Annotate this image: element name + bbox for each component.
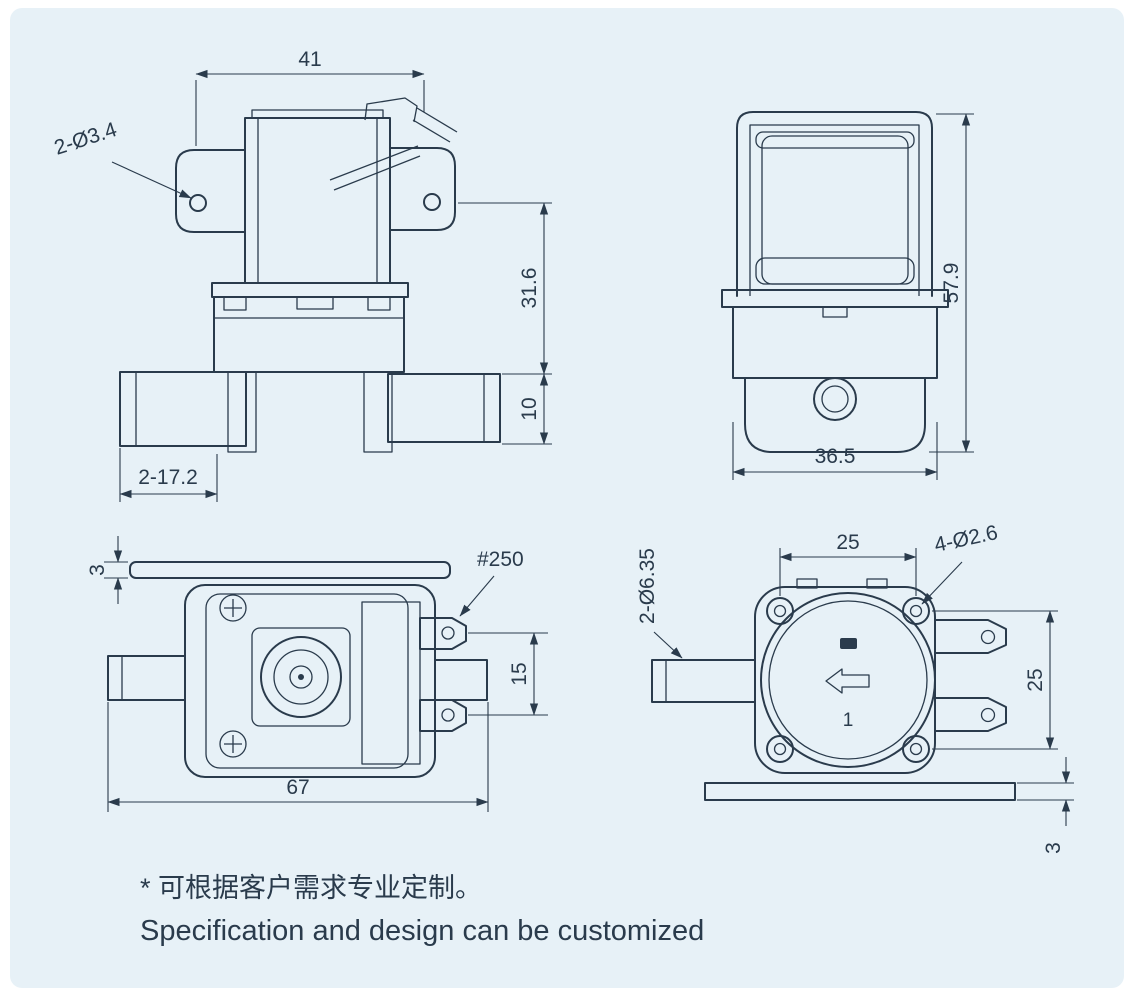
body-top	[107, 584, 488, 778]
top-view: 3 #250 15 67	[86, 536, 548, 812]
dim-total-height: 57.9	[929, 113, 974, 453]
terminal-block-back	[934, 619, 1007, 732]
dim-width: 36.5	[732, 422, 938, 480]
dim-body-height: 31.6	[458, 202, 552, 375]
side-port-outer	[813, 377, 857, 421]
pipe-right-top	[434, 659, 488, 701]
dim-label-15: 15	[508, 662, 531, 685]
dim-label-3-plate: 3	[1042, 842, 1065, 854]
side-view: 57.9 36.5	[721, 111, 974, 480]
dim-pipe-drop: 10	[502, 373, 552, 445]
brand-mark-icon	[840, 638, 857, 649]
back-view: 1 25 4-Ø2.6 2-Ø6.35 25	[636, 521, 1074, 854]
dim-bracket-thickness: 3	[86, 536, 128, 604]
diaphragm-face: 1	[760, 592, 936, 768]
flow-mark-number: 1	[843, 710, 854, 731]
spade-terminal-lower	[419, 699, 467, 732]
corner-holes	[766, 597, 930, 763]
drawing-background	[10, 8, 1124, 988]
inlet-outlet-pipes	[119, 371, 501, 453]
coil-side	[755, 131, 915, 285]
dim-label-2-17.2: 2-17.2	[138, 466, 198, 489]
port-diameter-callout: 2-Ø6.35	[636, 548, 683, 659]
screw-top-left	[219, 594, 247, 622]
spade-terminal-lower-back	[934, 697, 1007, 732]
center-boss	[251, 627, 351, 727]
mount-hole-right	[423, 193, 441, 211]
note-chinese: * 可根据客户需求专业定制。	[140, 873, 482, 903]
pipe-left-back	[651, 659, 756, 703]
terminal-block-top	[361, 601, 467, 765]
dim-label-25-side: 25	[1024, 668, 1047, 691]
front-view: 41 2-Ø3.4 31.6 10 2-17.2	[51, 48, 552, 502]
spade-terminal-upper	[419, 617, 467, 650]
dim-hole-pitch-top: 25	[779, 531, 917, 596]
connector-terminal	[329, 97, 458, 191]
bracket-plate-edge	[129, 561, 451, 579]
dim-pipe-length: 2-17.2	[119, 448, 218, 502]
side-port-inner	[821, 385, 849, 413]
dim-overall-length: 67	[107, 702, 489, 812]
dim-label-67: 67	[286, 776, 309, 799]
label-250: #250	[477, 548, 524, 571]
spade-terminal-upper-back	[934, 619, 1007, 654]
screw-bottom-left	[219, 730, 247, 758]
terminal-spec-callout: #250	[459, 548, 524, 617]
mount-hole-left	[189, 194, 207, 212]
dim-hole-pitch-side: 25	[932, 610, 1058, 750]
dim-label-41: 41	[298, 48, 321, 71]
flow-direction-arrow-icon	[825, 668, 870, 694]
label-2-d6.35: 2-Ø6.35	[636, 548, 659, 624]
valve-body-side	[721, 289, 949, 453]
dim-coil-width: 41	[195, 48, 425, 146]
dim-label-10: 10	[518, 397, 541, 420]
dim-label-3-top: 3	[86, 564, 109, 576]
dim-label-57.9: 57.9	[940, 263, 963, 304]
dim-label-31.6: 31.6	[518, 268, 541, 309]
dim-terminal-pitch: 15	[468, 632, 548, 716]
base-plate-edge	[704, 782, 1016, 801]
notes: * 可根据客户需求专业定制。 Specification and design …	[140, 873, 704, 947]
dim-label-36.5: 36.5	[815, 445, 856, 468]
note-english: Specification and design can be customiz…	[140, 915, 704, 947]
dim-label-25-top: 25	[836, 531, 859, 554]
valve-body	[211, 282, 409, 373]
pipe-left-top	[107, 655, 186, 701]
yoke-bracket	[736, 111, 933, 297]
dim-plate-thickness: 3	[1017, 757, 1074, 854]
